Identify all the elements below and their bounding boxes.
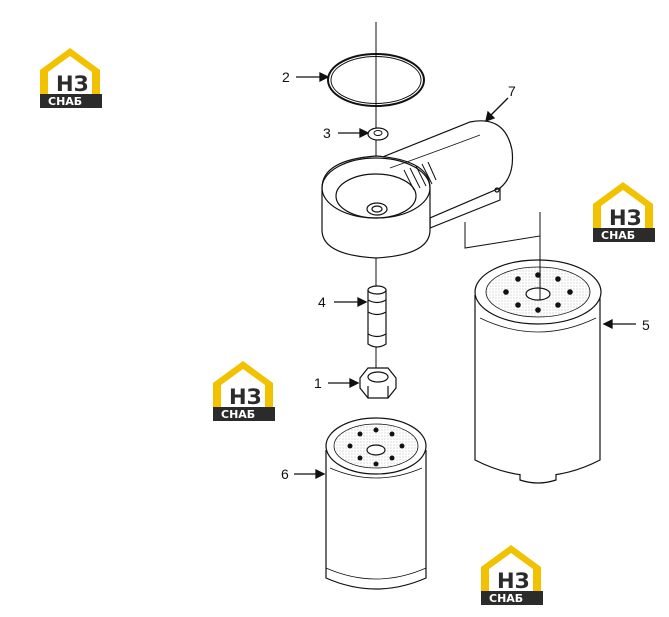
callout-4: 4	[318, 294, 326, 310]
callout-6: 6	[281, 466, 289, 482]
part-3-washer	[367, 127, 389, 141]
svg-text:СНАБ: СНАБ	[601, 229, 635, 242]
callout-7: 7	[508, 83, 516, 99]
callout-3: 3	[323, 125, 331, 141]
svg-text:СНАБ: СНАБ	[221, 408, 255, 421]
watermark-logo: НЗ СНАБ	[481, 545, 543, 605]
svg-text:НЗ: НЗ	[229, 385, 262, 409]
svg-text:НЗ: НЗ	[497, 569, 530, 593]
callout-2: 2	[282, 69, 290, 85]
watermark-logo: НЗ СНАБ	[40, 48, 102, 108]
part-1-hex-nut	[359, 367, 397, 399]
part-4-adapter	[367, 285, 387, 348]
watermark-logo: НЗ СНАБ	[593, 182, 655, 242]
part-7-filter-head	[321, 120, 514, 259]
callout-arrows	[294, 71, 636, 480]
svg-text:НЗ: НЗ	[609, 206, 642, 230]
part-5-filter	[474, 259, 602, 484]
svg-text:СНАБ: СНАБ	[48, 95, 82, 108]
watermark-logo: НЗ СНАБ	[213, 361, 275, 421]
callout-1: 1	[314, 375, 322, 391]
svg-text:СНАБ: СНАБ	[489, 592, 523, 605]
part-2-o-ring	[327, 53, 425, 107]
leader-head-to-filter	[464, 212, 541, 249]
part-6-filter	[325, 417, 427, 590]
callout-5: 5	[642, 317, 650, 333]
svg-text:НЗ: НЗ	[56, 72, 89, 96]
